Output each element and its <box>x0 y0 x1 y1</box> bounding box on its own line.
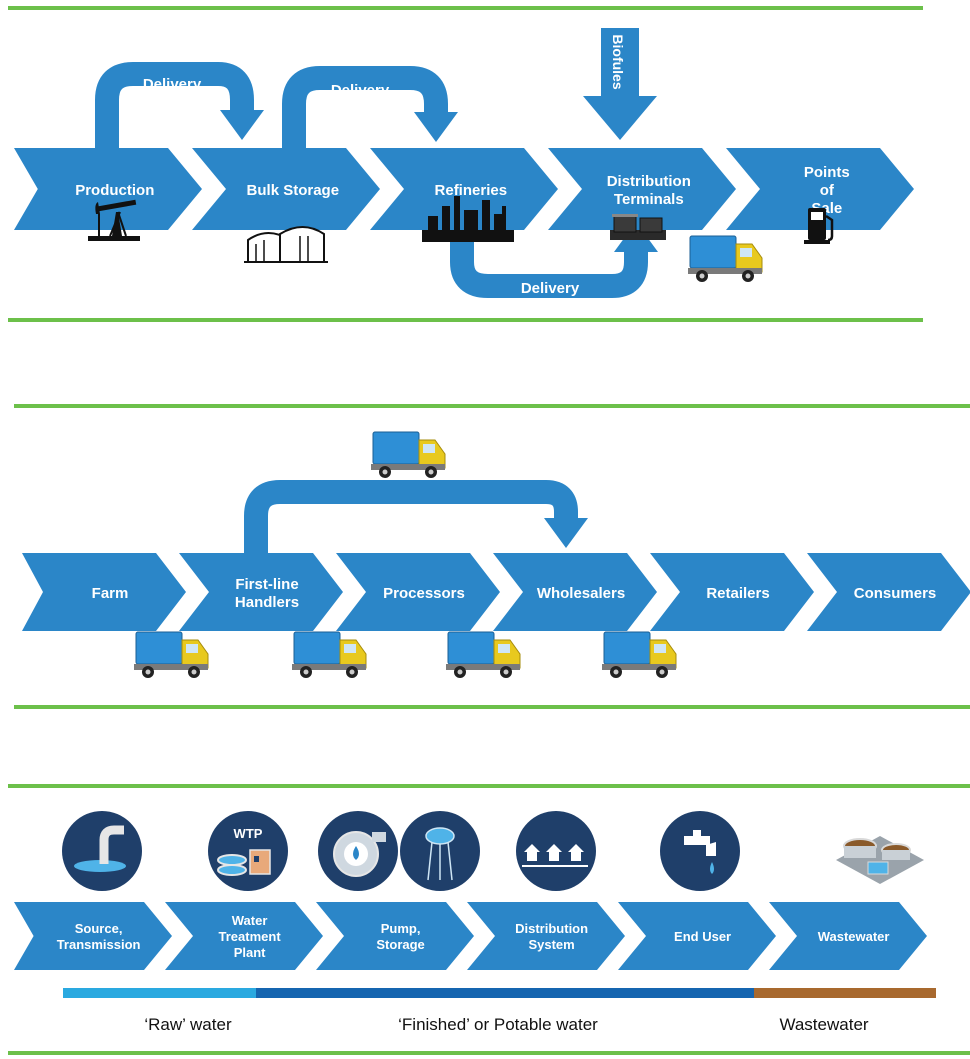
potable-water-bar <box>256 988 754 998</box>
delivery-truck-icon <box>445 631 521 679</box>
chevron-shape <box>769 902 927 970</box>
raw-water-bar <box>63 988 256 998</box>
stage-refineries: Refineries <box>370 148 558 230</box>
delivery-truck-icon <box>133 631 209 679</box>
stage-label: Consumers <box>854 585 937 602</box>
stage-label: Refineries <box>435 182 508 199</box>
chevron-shape <box>14 902 172 970</box>
treatment-plant-icon: WTP <box>208 811 288 891</box>
petroleum-chain: Production Bulk Storage Refineries Distribu… <box>14 148 914 230</box>
stage-pump-storage: Pump,Storage <box>316 902 474 970</box>
chevron-shape <box>618 902 776 970</box>
stage-label: Retailers <box>706 585 769 602</box>
storage-tank-icon <box>244 226 328 263</box>
stage-end-user: End User <box>618 902 776 970</box>
stage-label: Pump,Storage <box>376 921 424 952</box>
delivery-arrow-1: Delivery <box>95 62 264 148</box>
wastewater-plant-icon <box>836 836 924 884</box>
stage-wastewater: Wastewater <box>769 902 927 970</box>
distribution-houses-icon <box>516 811 596 891</box>
stage-retailers: Retailers <box>650 553 814 631</box>
stage-production: Production <box>14 148 202 230</box>
fuel-pump-icon <box>804 208 834 244</box>
potable-water-label: ‘Finished’ or Potable water <box>398 1015 598 1034</box>
delivery-label-2: Delivery <box>331 82 390 99</box>
chevron-shape <box>807 553 970 631</box>
delivery-label-1: Delivery <box>143 76 202 93</box>
chevron-shape <box>192 148 380 230</box>
bypass-delivery-arrow <box>244 480 588 560</box>
chevron-shape <box>726 148 914 230</box>
chevron-shape <box>22 553 186 631</box>
divider-top-1 <box>8 6 923 10</box>
raw-water-label: ‘Raw’ water <box>144 1015 232 1034</box>
chevron-shape <box>493 553 657 631</box>
faucet-icon <box>660 811 740 891</box>
chevron-shape <box>650 553 814 631</box>
wastewater-label: Wastewater <box>779 1015 868 1034</box>
wtp-label: WTP <box>234 826 263 841</box>
stage-label: Processors <box>383 585 465 602</box>
stage-source-transmission: Source,Transmission <box>14 902 172 970</box>
pump-icon <box>318 811 398 891</box>
divider-top-3 <box>8 784 970 788</box>
divider-bottom-3 <box>8 1051 970 1055</box>
water-tower-icon <box>400 811 480 891</box>
chevron-shape <box>336 553 500 631</box>
chevron-shape <box>179 553 343 631</box>
delivery-truck-icon <box>601 631 677 679</box>
stage-bulk-storage: Bulk Storage <box>192 148 380 230</box>
water-quality-legend: ‘Raw’ water ‘Finished’ or Potable water … <box>63 988 936 1034</box>
chevron-shape <box>165 902 323 970</box>
stage-label: Wholesalers <box>537 585 625 602</box>
delivery-truck-icon <box>687 235 763 283</box>
stage-wholesalers: Wholesalers <box>493 553 657 631</box>
delivery-truck-icon <box>370 431 446 479</box>
stage-label: Source,Transmission <box>57 921 141 952</box>
delivery-label-3: Delivery <box>521 280 580 297</box>
stage-farm: Farm <box>22 553 186 631</box>
divider-bottom-1 <box>8 318 923 322</box>
biofuels-label: Biofules <box>610 34 626 89</box>
refinery-icon <box>422 196 514 242</box>
delivery-truck-icon <box>291 631 367 679</box>
stage-consumers: Consumers <box>807 553 970 631</box>
divider-bottom-2 <box>14 705 970 709</box>
stage-label: Farm <box>92 585 129 602</box>
stage-processors: Processors <box>336 553 500 631</box>
stage-label: Wastewater <box>818 929 890 944</box>
chevron-shape <box>467 902 625 970</box>
stage-label: Bulk Storage <box>247 182 340 199</box>
chevron-shape <box>316 902 474 970</box>
stage-label: End User <box>674 929 731 944</box>
terminal-icon <box>610 214 666 240</box>
stage-label: Production <box>75 182 154 199</box>
wastewater-bar <box>754 988 936 998</box>
biofuels-arrow: Biofules <box>583 28 657 140</box>
chevron-shape <box>14 148 202 230</box>
chevron-shape <box>370 148 558 230</box>
water-source-icon <box>62 811 142 891</box>
divider-top-2 <box>14 404 970 408</box>
chevron-shape <box>548 148 736 230</box>
oil-pump-icon <box>88 199 140 241</box>
delivery-arrow-2: Delivery <box>282 66 458 148</box>
